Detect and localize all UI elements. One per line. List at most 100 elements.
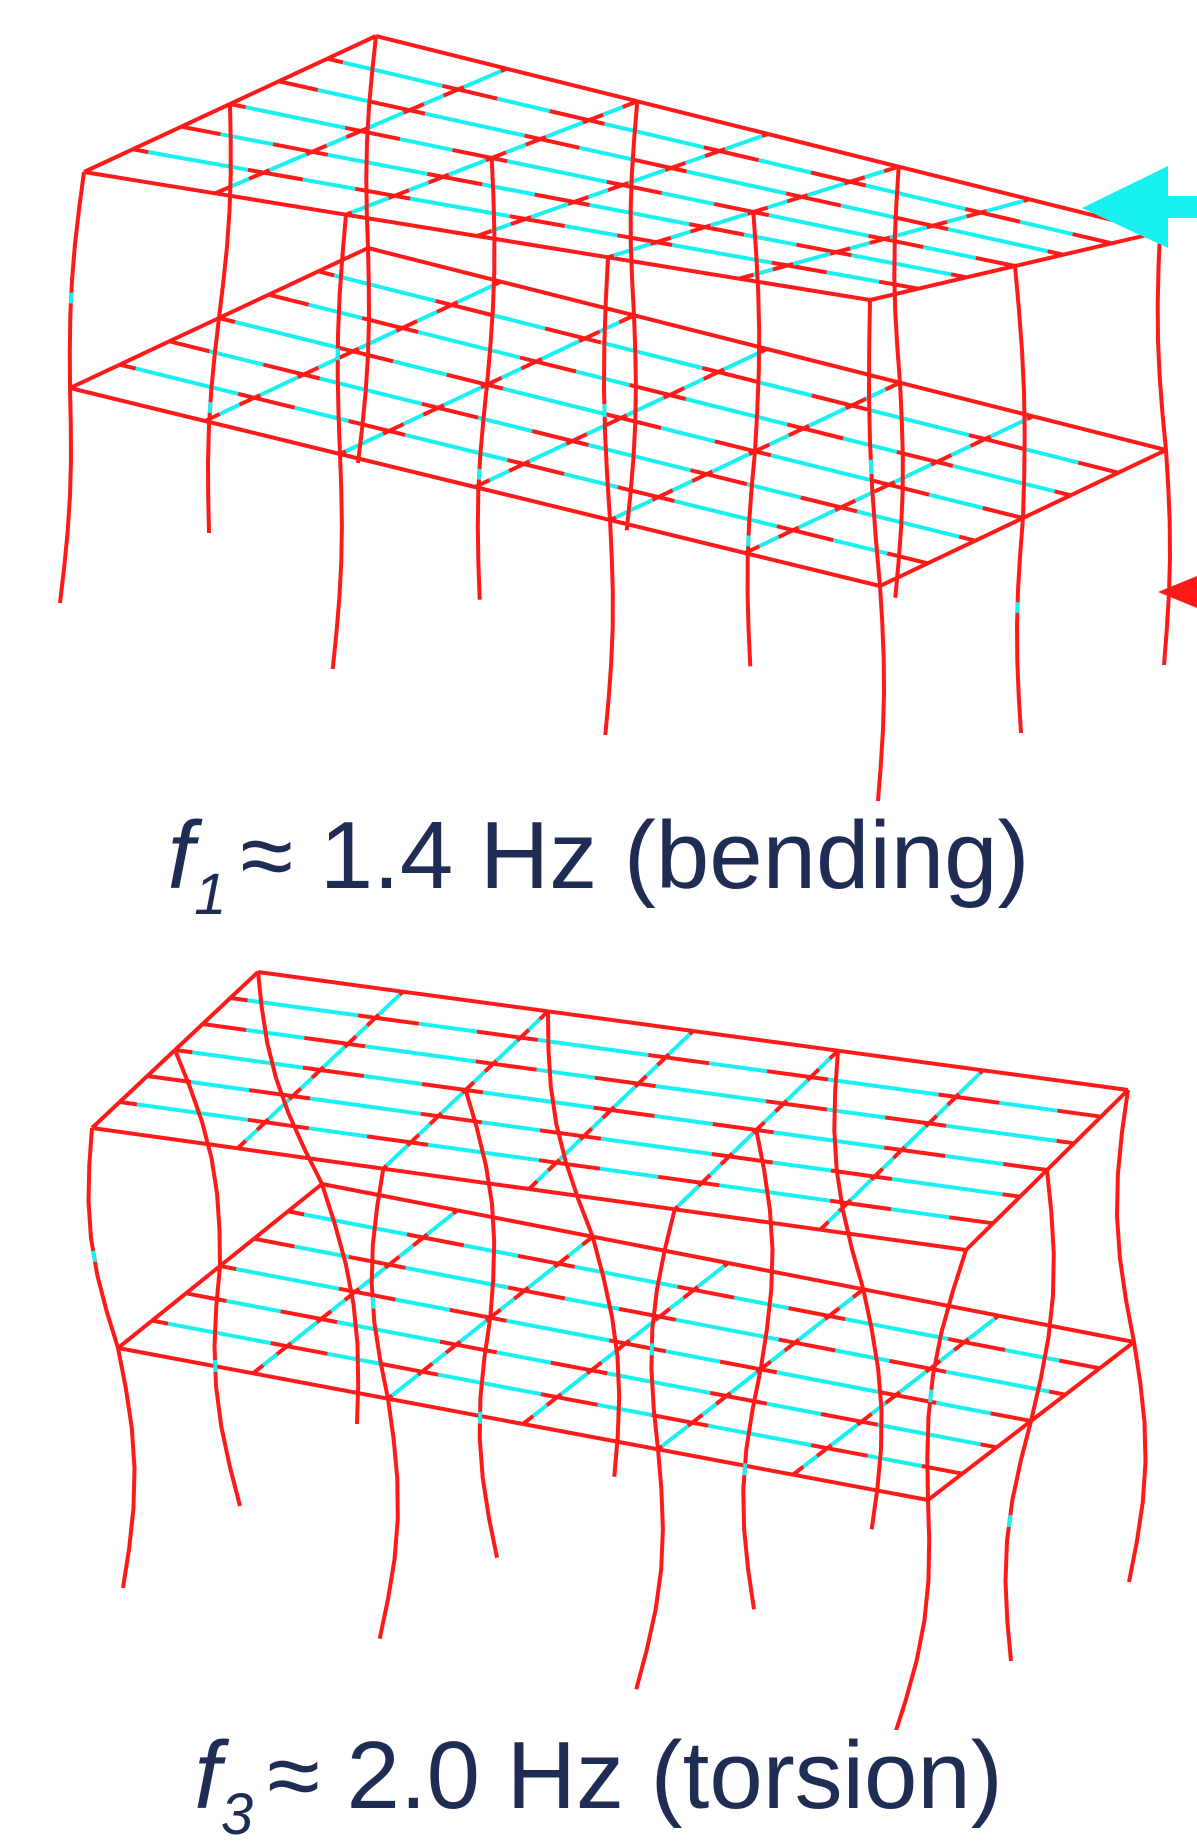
floor-beam-x (532, 431, 572, 441)
floor-beam-x (656, 1086, 766, 1101)
floor-beam-x (600, 1169, 658, 1177)
floor-beam-x (929, 1123, 946, 1125)
floor-beam-y (729, 1153, 732, 1156)
floor-beam-x (812, 396, 852, 406)
floor-beam-x (507, 161, 606, 182)
floor-beam-x (756, 1130, 774, 1132)
floor-beam-x (999, 1316, 1134, 1342)
column (893, 1250, 966, 1730)
floor-beam-x (418, 332, 520, 357)
floor-beam-y (692, 474, 707, 481)
floor-beam-x (720, 1362, 761, 1370)
floor-beam-x (303, 1068, 320, 1070)
floor-beam-x (767, 1071, 811, 1077)
floor-beam-x (118, 1348, 253, 1373)
floor-beam-y (614, 1087, 635, 1107)
floor-beam-y (559, 1256, 569, 1264)
floor-beam-x (890, 1361, 931, 1369)
floor-beam-x (564, 474, 618, 487)
floor-beam-x (287, 1346, 328, 1354)
floor-beam-x (1003, 1194, 1021, 1196)
floor-beam-x (537, 1070, 595, 1078)
floor-beam-y (787, 264, 793, 266)
floor-beam-x (868, 410, 969, 436)
floor-beam-y (785, 1343, 795, 1351)
floor-beam-y (995, 1316, 999, 1319)
floor-beam-y (1015, 255, 1063, 266)
column (372, 1169, 398, 1639)
floor-beam-x (827, 272, 879, 281)
floor-beam-y (548, 1163, 556, 1171)
floor-beam-y (875, 485, 889, 492)
floor-beam-y (501, 69, 507, 72)
floor-beam-x (777, 1372, 880, 1392)
floor-beam-x (477, 1032, 521, 1038)
floor-beam-y (569, 1245, 583, 1256)
torsion-mode-caption: f3≈ 2.0 Hz (torsion) (0, 1728, 1197, 1824)
floor-beam-x (355, 189, 394, 196)
floor-beam-y (555, 1264, 559, 1267)
floor-beam-x (368, 248, 501, 282)
floor-beam-x (443, 177, 482, 185)
floor-beam-x (983, 508, 1023, 518)
floor-beam-x (483, 1092, 593, 1107)
floor-beam-y (886, 383, 901, 390)
floor-beam-x (303, 180, 355, 189)
floor-beam-x (551, 1363, 592, 1371)
floor-beam-y (902, 1147, 905, 1150)
floor-beam-y (298, 375, 304, 378)
floor-beam-y (787, 197, 802, 202)
floor-beam-x (279, 81, 318, 90)
floor-beam-y (1118, 450, 1166, 473)
floor-beam-x (774, 1132, 884, 1147)
floor-beam-y (409, 104, 424, 110)
floor-beam-x (929, 495, 983, 508)
floor-beam-y (312, 1070, 320, 1078)
floor-beam-y (561, 1374, 587, 1394)
floor-beam-y (118, 1321, 152, 1348)
floor-beam-x (181, 127, 220, 135)
floor-beam-x (452, 150, 491, 158)
floor-beam-y (287, 1343, 291, 1346)
floor-beam-y (811, 1069, 819, 1077)
floor-beam-x (186, 1293, 227, 1301)
floor-beam-x (120, 1102, 137, 1104)
floor-beam-x (364, 1076, 422, 1084)
floor-beam-x (1025, 449, 1078, 462)
floor-beam-x (304, 1215, 407, 1235)
floor-beam-y (530, 444, 567, 461)
floor-beam-x (675, 501, 777, 526)
floor-beam-x (370, 102, 409, 111)
floor-beam-y (346, 434, 383, 452)
floor-beam-x (618, 487, 658, 497)
floor-beam-y (460, 1321, 486, 1342)
floor-beam-x (482, 184, 534, 194)
floor-beam-y (1027, 416, 1033, 419)
floor-beam-x (507, 69, 638, 102)
floor-beam-y (761, 349, 767, 352)
floor-beam-y (220, 405, 240, 414)
floor-beam-x (991, 1413, 1032, 1421)
floor-beam-y (449, 160, 486, 174)
floor-beam-y (367, 113, 404, 129)
floor-beam-y (870, 239, 885, 243)
floor-beam-x (425, 114, 524, 136)
floor-beam-y (895, 465, 931, 482)
bending-mode-diagram (0, 0, 1197, 820)
floor-beam-y (839, 1297, 853, 1308)
floor-beam-y (929, 1116, 937, 1124)
floor-beam-y (387, 1146, 408, 1166)
floor-beam-y (404, 110, 410, 113)
floor-beam-x (830, 1201, 847, 1203)
floor-beam-x (137, 1104, 248, 1119)
floor-beam-y (773, 265, 788, 269)
floor-beam-x (617, 235, 656, 242)
floor-beam-x (539, 1160, 556, 1163)
floor-beam-x (621, 418, 661, 428)
floor-beam-y (584, 1128, 592, 1136)
floor-beam-x (365, 1046, 475, 1061)
torsion-mode-diagram (0, 950, 1197, 1730)
floor-beam-x (675, 1209, 821, 1229)
floor-beam-y (557, 1394, 561, 1397)
floor-beam-y (948, 1097, 956, 1105)
